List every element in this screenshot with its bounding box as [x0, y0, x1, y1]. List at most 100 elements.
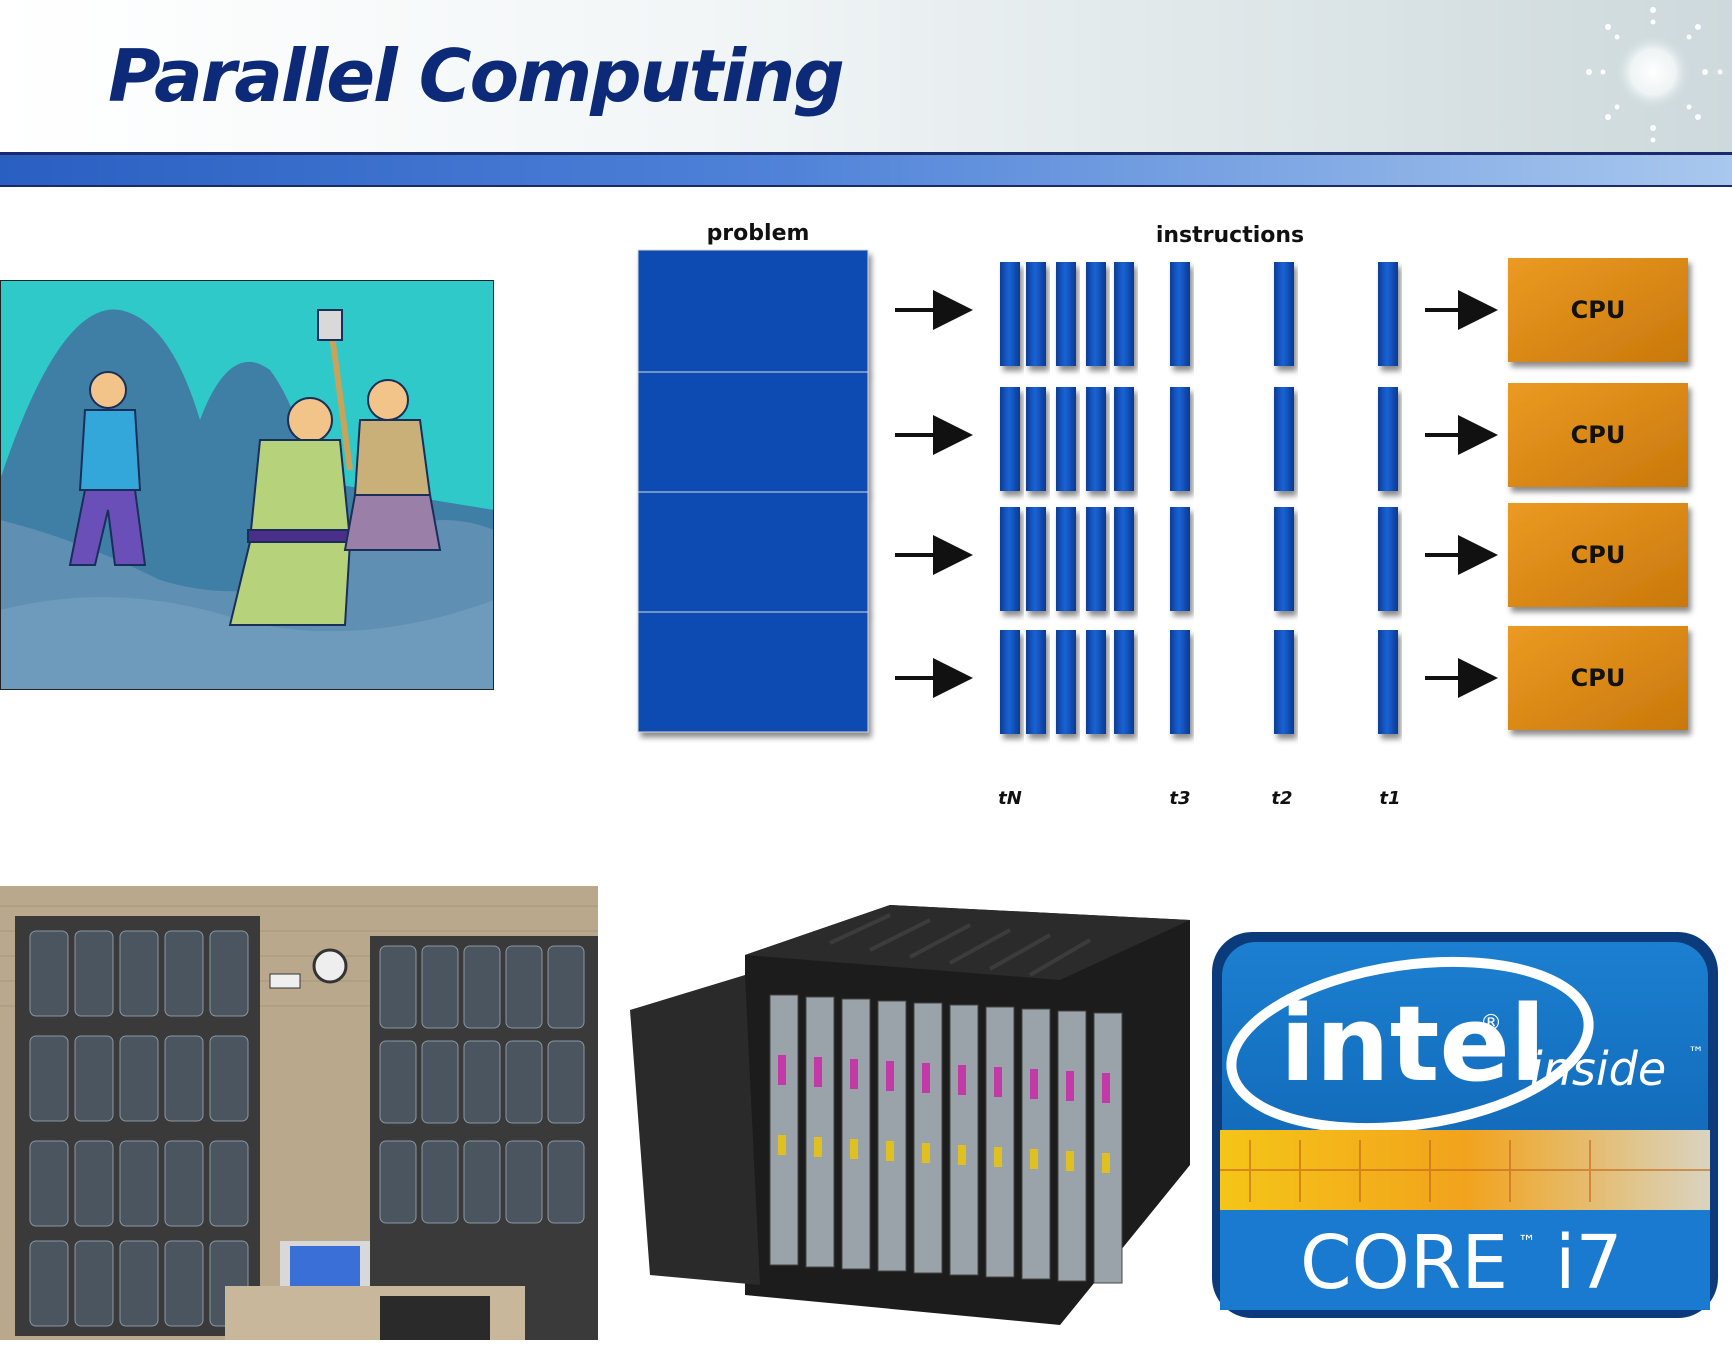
diagram-row: CPU: [895, 258, 1688, 366]
slide-header: Parallel Computing: [0, 0, 1732, 152]
tower-unit: [74, 1035, 114, 1122]
tower-unit: [119, 1035, 159, 1122]
tower-unit: [29, 930, 69, 1017]
slide-title: Parallel Computing: [108, 34, 845, 118]
blade-port: [1066, 1151, 1074, 1171]
cpu-box: [1508, 383, 1688, 487]
header-blue-band: [0, 155, 1732, 187]
problem-segment: [637, 611, 869, 733]
cartoon-figure-right: [343, 379, 442, 551]
cartoon-figure-left: [68, 371, 147, 566]
instruction-bar: [1086, 630, 1106, 734]
blade-module: [769, 994, 799, 1266]
problem-segment: [637, 491, 869, 613]
blade-module: [1021, 1008, 1051, 1280]
cpu-box: [1508, 258, 1688, 362]
tower-unit: [421, 1040, 459, 1124]
cpu-box: [1508, 626, 1688, 730]
blade-port: [850, 1059, 858, 1089]
tower-unit: [209, 930, 249, 1017]
tower-unit: [74, 930, 114, 1017]
blade-port: [1102, 1153, 1110, 1173]
tower-unit: [29, 1240, 69, 1327]
blade-port: [958, 1145, 966, 1165]
instruction-bar: [1000, 507, 1020, 611]
cluster-towers: [29, 930, 585, 1327]
instruction-bar: [1000, 262, 1020, 366]
tower-unit: [379, 1040, 417, 1124]
blade-module: [985, 1006, 1015, 1278]
time-label: t2: [1271, 788, 1292, 809]
tower-unit: [119, 1140, 159, 1227]
blade-port: [886, 1141, 894, 1161]
tower-unit: [209, 1035, 249, 1122]
instruction-bar: [1086, 507, 1106, 611]
diagram-row: CPU: [895, 626, 1688, 734]
sun-logo-icon: [1586, 7, 1723, 143]
tower-unit: [505, 945, 543, 1029]
time-label: t3: [1169, 788, 1190, 809]
tower-unit: [164, 930, 204, 1017]
time-label: t1: [1379, 788, 1400, 809]
cartoon-figure-middle: [228, 309, 353, 626]
header-rule: [0, 152, 1732, 155]
cluster-photo: [0, 886, 598, 1340]
intel-inside-tm: ™: [1688, 1043, 1704, 1062]
tower-unit: [164, 1240, 204, 1327]
instruction-bar: [1086, 387, 1106, 491]
problem-block: [637, 249, 869, 733]
intel-core-tm: ™: [1518, 1232, 1536, 1253]
tower-unit: [164, 1140, 204, 1227]
blade-port: [778, 1055, 786, 1085]
blade-port: [886, 1061, 894, 1091]
blade-port: [814, 1137, 822, 1157]
intel-brand: intel: [1280, 983, 1546, 1105]
tower-unit: [29, 1035, 69, 1122]
blade-module: [949, 1004, 979, 1276]
instruction-bar: [1000, 630, 1020, 734]
blade-module: [877, 1000, 907, 1272]
tower-unit: [547, 945, 585, 1029]
instruction-bar: [1056, 262, 1076, 366]
instructions-label: instructions: [1156, 223, 1304, 248]
tower-unit: [379, 945, 417, 1029]
intel-reg-mark: ®: [1480, 1011, 1502, 1036]
intel-core-i7-badge: intel ® inside ™ CORE ™ i7: [1210, 930, 1720, 1320]
blade-module: [1057, 1010, 1087, 1282]
instruction-bar: [1114, 507, 1134, 611]
instruction-bar: [1114, 387, 1134, 491]
instruction-bar: [1378, 630, 1398, 734]
cpu-label: CPU: [1571, 421, 1626, 449]
intel-i7: i7: [1555, 1220, 1623, 1306]
instruction-bar: [1056, 507, 1076, 611]
intel-inside: inside: [1530, 1042, 1666, 1096]
blade-port: [814, 1057, 822, 1087]
blade-port: [922, 1063, 930, 1093]
blade-port: [994, 1147, 1002, 1167]
problem-segment: [637, 371, 869, 493]
blade-port: [850, 1139, 858, 1159]
blade-module: [841, 998, 871, 1270]
diagram-rows: CPU CPU CPU CPU: [895, 258, 1688, 734]
tower-unit: [29, 1140, 69, 1227]
instruction-bar: [1170, 262, 1190, 366]
instruction-bar: [1056, 630, 1076, 734]
instruction-bar: [1056, 387, 1076, 491]
problem-segment: [637, 249, 869, 373]
tower-unit: [505, 1140, 543, 1224]
blade-slots: [769, 994, 1123, 1284]
tower-unit: [209, 1140, 249, 1227]
instruction-bar: [1026, 262, 1046, 366]
tower-unit: [379, 1140, 417, 1224]
tower-unit: [119, 1240, 159, 1327]
tower-unit: [421, 945, 459, 1029]
tower-unit: [74, 1240, 114, 1327]
instruction-bar: [1378, 262, 1398, 366]
tower-unit: [119, 930, 159, 1017]
instruction-bar: [1026, 507, 1046, 611]
instruction-bar: [1378, 507, 1398, 611]
diagram-row: CPU: [895, 503, 1688, 611]
tower-unit: [505, 1040, 543, 1124]
tower-unit: [463, 1040, 501, 1124]
